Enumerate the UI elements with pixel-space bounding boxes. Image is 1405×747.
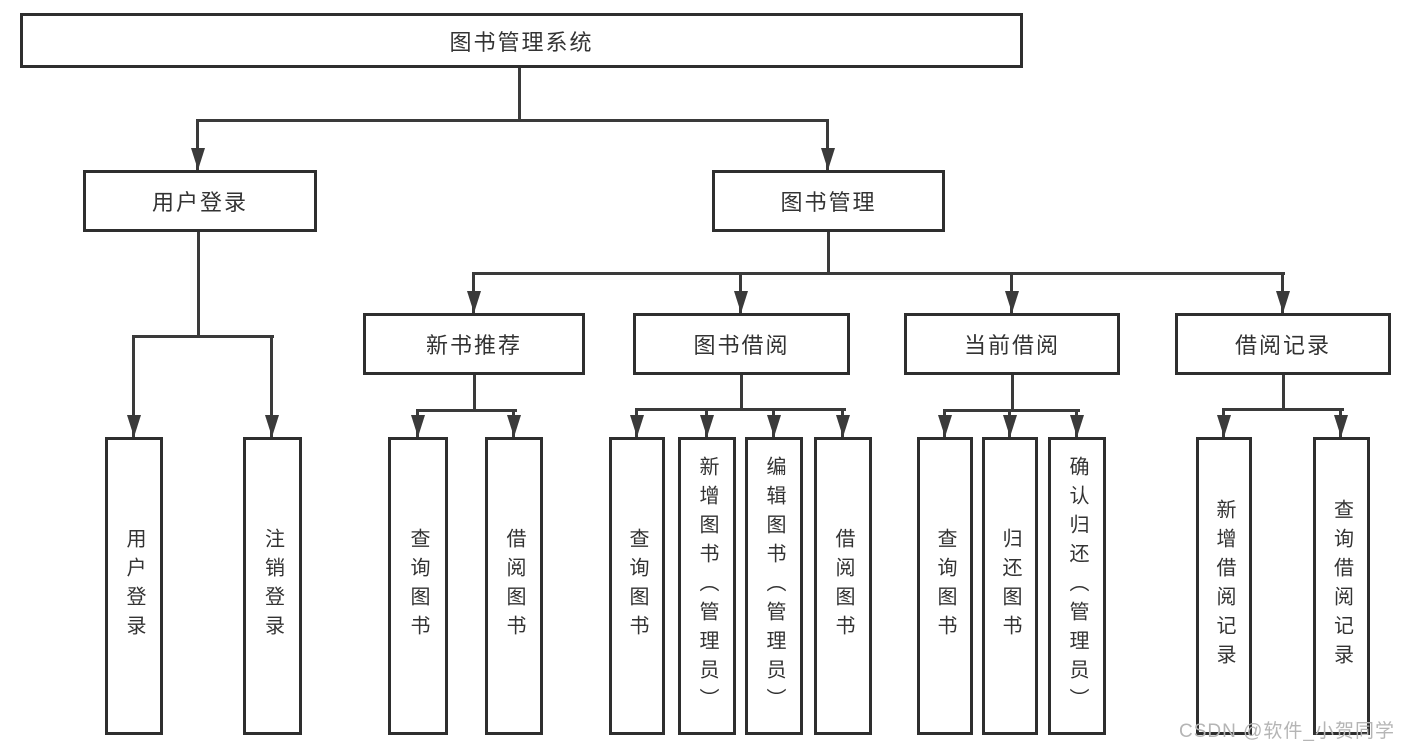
- connector-book-management-rail: [473, 272, 1285, 275]
- leaf-cb-confirm-return-admin-label: 确认归还（管理员）: [1066, 455, 1088, 717]
- connector-bb-stem: [740, 375, 743, 408]
- connector-user-login-rail: [133, 335, 274, 338]
- connector-arrow-bb-edit: [772, 408, 775, 437]
- connector-arrow-cb-query: [943, 409, 946, 437]
- leaf-cb-return-books: 归还图书: [982, 437, 1038, 735]
- leaf-bb-add-books-admin-label: 新增图书（管理员）: [696, 455, 718, 717]
- leaf-nb-query-books: 查询图书: [388, 437, 448, 735]
- connector-arrow-nb-borrow: [512, 409, 515, 437]
- leaf-nb-query-books-label: 查询图书: [407, 528, 429, 644]
- connector-bb-rail: [636, 408, 846, 411]
- leaf-user-login-label: 用户登录: [123, 528, 145, 644]
- node-new-book-recommend-label: 新书推荐: [425, 333, 522, 358]
- connector-br-stem: [1282, 375, 1285, 408]
- leaf-br-add-record: 新增借阅记录: [1196, 437, 1252, 735]
- leaf-logout-label: 注销登录: [261, 528, 284, 644]
- leaf-logout: 注销登录: [243, 437, 302, 735]
- node-borrow-records-label: 借阅记录: [1234, 333, 1331, 358]
- leaf-nb-borrow-books-label: 借阅图书: [503, 528, 525, 644]
- connector-br-rail: [1223, 408, 1344, 411]
- node-root-library-management-system: 图书管理系统: [20, 13, 1023, 68]
- connector-arrow-book-borrow: [739, 272, 742, 313]
- leaf-bb-edit-books-admin-label: 编辑图书（管理员）: [763, 455, 785, 717]
- connector-book-management-stem: [827, 232, 830, 272]
- connector-nb-rail: [417, 409, 517, 412]
- connector-nb-stem: [473, 375, 476, 409]
- connector-root-stem: [518, 68, 521, 119]
- leaf-cb-confirm-return-admin: 确认归还（管理员）: [1048, 437, 1106, 735]
- connector-arrow-leaf-user-login: [132, 335, 135, 437]
- connector-user-login-stem: [197, 232, 200, 335]
- connector-arrow-cb-return: [1008, 409, 1011, 437]
- leaf-br-query-record: 查询借阅记录: [1313, 437, 1370, 735]
- node-book-borrow-label: 图书借阅: [693, 333, 790, 358]
- leaf-cb-query-books-label: 查询图书: [934, 528, 956, 644]
- connector-arrow-bb-query: [635, 408, 638, 437]
- leaf-bb-edit-books-admin: 编辑图书（管理员）: [745, 437, 803, 735]
- connector-cb-stem: [1011, 375, 1014, 409]
- connector-arrow-br-add: [1222, 408, 1225, 437]
- leaf-bb-query-books-label: 查询图书: [626, 528, 648, 644]
- node-current-borrow-label: 当前借阅: [963, 333, 1060, 358]
- node-root-label: 图书管理系统: [449, 29, 594, 55]
- connector-arrow-nb-query: [416, 409, 419, 437]
- leaf-user-login: 用户登录: [105, 437, 163, 735]
- connector-cb-rail: [944, 409, 1080, 412]
- leaf-cb-return-books-label: 归还图书: [999, 528, 1021, 644]
- node-book-management-label: 图书管理: [780, 190, 877, 215]
- node-borrow-records: 借阅记录: [1175, 313, 1391, 375]
- connector-level1-rail: [196, 119, 829, 122]
- node-user-login: 用户登录: [83, 170, 317, 232]
- leaf-bb-borrow-books: 借阅图书: [814, 437, 872, 735]
- connector-arrow-bb-add: [705, 408, 708, 437]
- leaf-br-add-record-label: 新增借阅记录: [1213, 499, 1235, 673]
- connector-arrow-user-login: [196, 119, 199, 170]
- node-current-borrow: 当前借阅: [904, 313, 1120, 375]
- node-new-book-recommend: 新书推荐: [363, 313, 585, 375]
- connector-arrow-br-query: [1339, 408, 1342, 437]
- connector-arrow-bb-borrow: [841, 408, 844, 437]
- connector-arrow-cb-confirm: [1075, 409, 1078, 437]
- leaf-br-query-record-label: 查询借阅记录: [1330, 499, 1353, 673]
- connector-arrow-borrow-records: [1281, 272, 1284, 313]
- connector-arrow-new-book-recommend: [472, 272, 475, 313]
- node-user-login-label: 用户登录: [151, 190, 248, 215]
- connector-arrow-book-management: [826, 119, 829, 170]
- leaf-bb-query-books: 查询图书: [609, 437, 665, 735]
- connector-arrow-leaf-logout: [270, 335, 273, 437]
- leaf-nb-borrow-books: 借阅图书: [485, 437, 543, 735]
- connector-arrow-current-borrow: [1010, 272, 1013, 313]
- leaf-bb-add-books-admin: 新增图书（管理员）: [678, 437, 736, 735]
- leaf-cb-query-books: 查询图书: [917, 437, 973, 735]
- node-book-borrow: 图书借阅: [633, 313, 850, 375]
- csdn-watermark: CSDN @软件_小贺同学: [1179, 721, 1395, 742]
- leaf-bb-borrow-books-label: 借阅图书: [832, 528, 854, 644]
- node-book-management: 图书管理: [712, 170, 945, 232]
